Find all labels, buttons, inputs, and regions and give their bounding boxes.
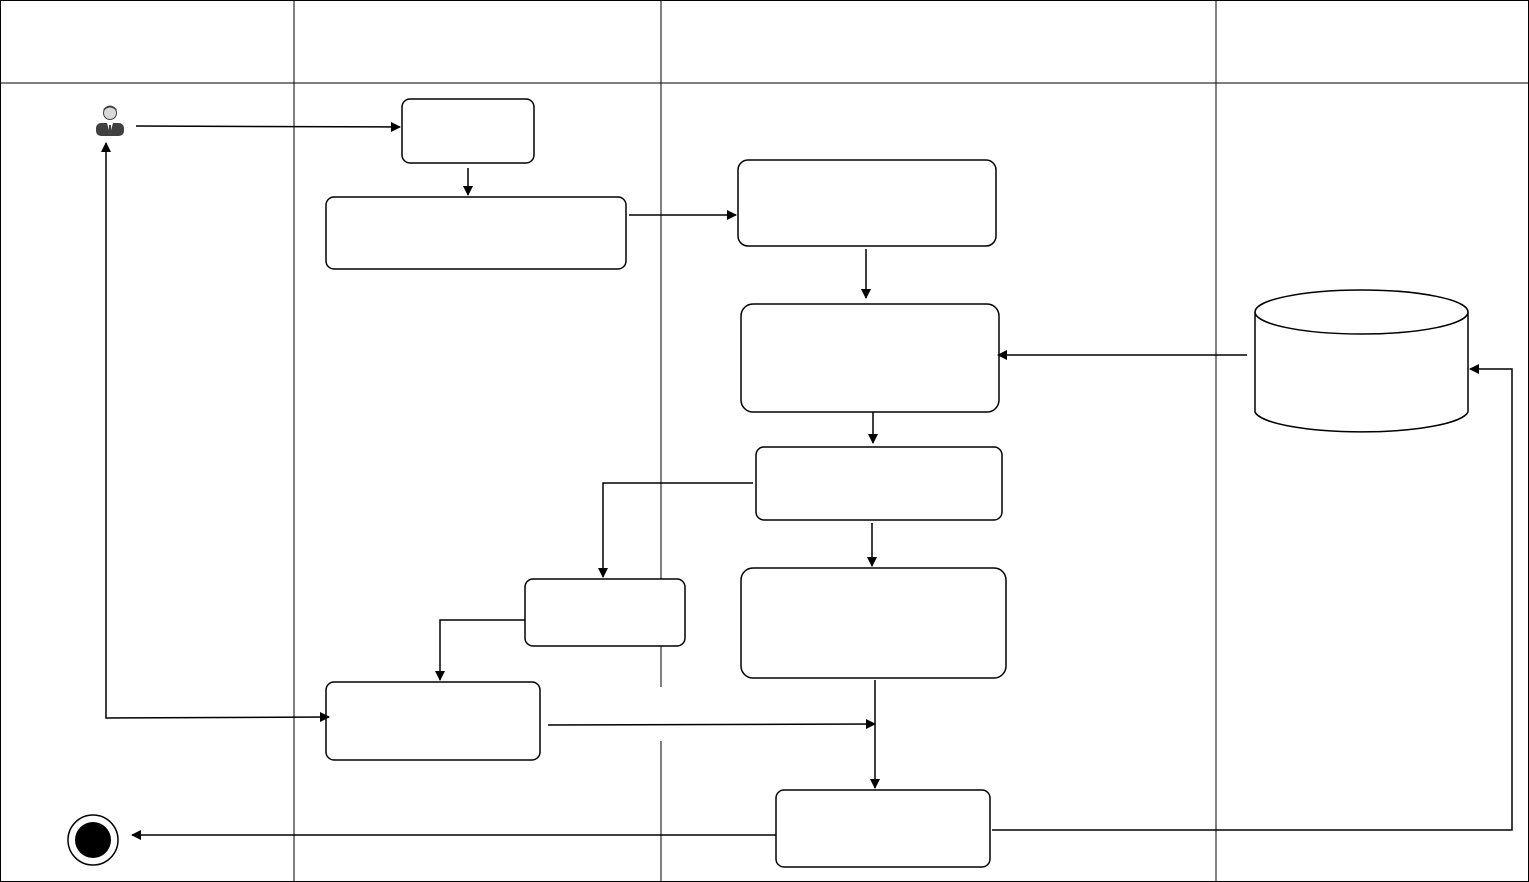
lane-title-3 [661, 0, 1216, 82]
end-node-icon [67, 814, 119, 866]
process-box-7 [524, 578, 686, 647]
arrow-box-7-to-box-8 [435, 619, 525, 681]
database-top [1254, 289, 1469, 335]
process-box-3 [737, 159, 997, 247]
arrow-actor-to-box-1 [135, 121, 401, 132]
arrow-box-8-to-actor [101, 142, 330, 719]
process-box-4 [740, 303, 1000, 413]
database-icon [1254, 289, 1469, 433]
arrow-box-8-to-box-9 [547, 719, 876, 730]
user-icon [96, 105, 124, 136]
lane-title-2 [294, 0, 661, 82]
user-icon-hair [103, 105, 117, 111]
process-box-2 [325, 196, 627, 270]
process-box-6 [740, 567, 1007, 679]
lane-title-1 [0, 0, 294, 82]
process-box-1 [401, 98, 535, 164]
end-node-core [75, 822, 111, 858]
database-body [1254, 312, 1469, 433]
arrow-box-5-to-box-7 [598, 482, 753, 578]
lane-title-4 [1216, 0, 1529, 82]
process-box-9 [775, 789, 991, 868]
process-box-5 [755, 446, 1003, 521]
arrow-box-9-to-database [992, 364, 1513, 831]
process-box-8 [325, 681, 541, 761]
